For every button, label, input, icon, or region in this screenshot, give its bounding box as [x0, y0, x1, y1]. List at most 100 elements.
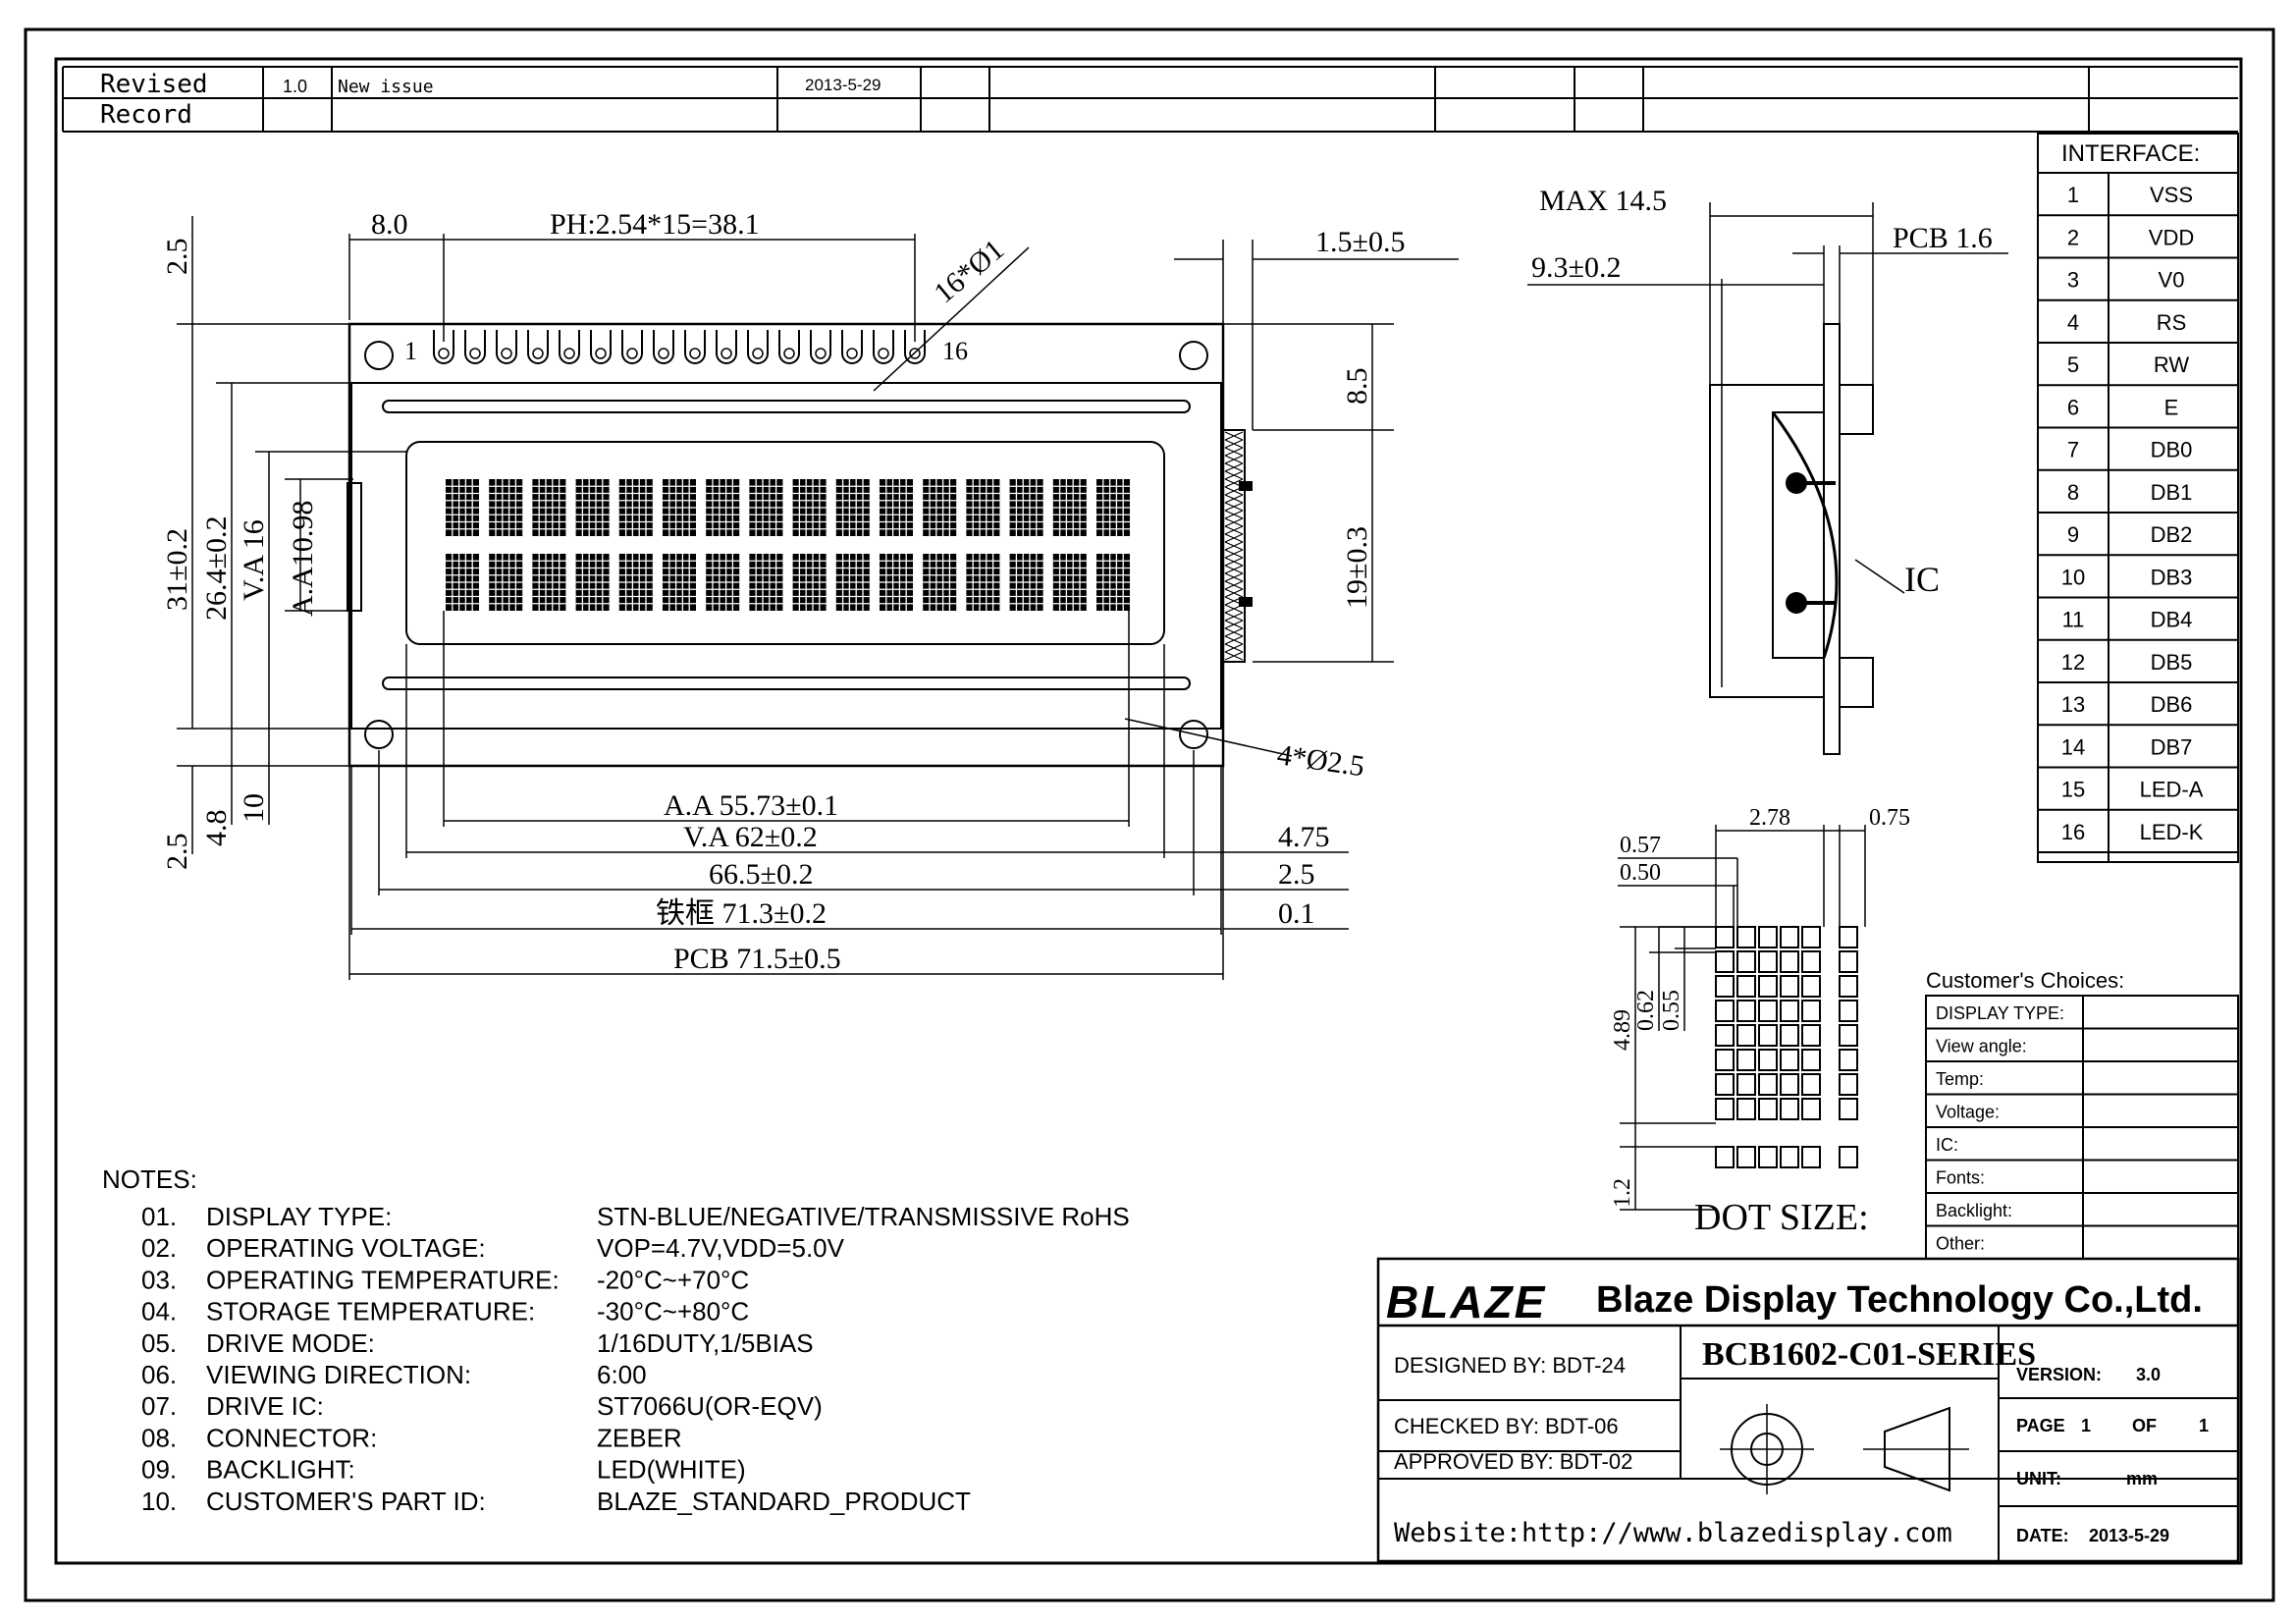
note-number: 10. [141, 1487, 177, 1516]
dim-2-5-bot: 2.5 [161, 834, 193, 871]
pin-pad [778, 330, 800, 364]
interface-pin-number: 15 [2061, 778, 2085, 802]
customer-choice-label: Backlight: [1936, 1201, 2012, 1220]
checked-by: CHECKED BY: BDT-06 [1394, 1414, 1619, 1438]
dim-0-50: 0.50 [1620, 860, 1661, 886]
interface-pin-name: RS [2157, 310, 2187, 335]
interface-pin-name: VDD [2149, 225, 2194, 249]
mount-hole-bl [364, 720, 394, 749]
char-cell [1052, 479, 1087, 536]
dot-cell [1736, 1024, 1756, 1047]
char-cell [792, 554, 827, 611]
title-block: BLAZE Blaze Display Technology Co.,Ltd. … [1376, 1257, 2240, 1563]
interface-pin-name: DB5 [2151, 650, 2193, 675]
char-cell [1009, 479, 1043, 536]
char-cell [1009, 554, 1043, 611]
dot-cell [1758, 950, 1778, 973]
pin-pad [716, 330, 737, 364]
interface-pin-name: DB2 [2151, 522, 2193, 547]
pin-first-label: 1 [404, 337, 417, 365]
char-cell [575, 479, 610, 536]
dim-8-5: 8.5 [1341, 368, 1373, 406]
note-value: LED(WHITE) [597, 1455, 746, 1485]
page-value: 1 [2081, 1416, 2091, 1435]
interface-pin-number: 6 [2067, 395, 2079, 419]
dim-26-4: 26.4±0.2 [200, 516, 233, 621]
inner-border [54, 57, 2243, 1565]
projection-symbol-icon [1720, 1404, 1969, 1494]
dot-cell [1736, 1098, 1756, 1120]
char-cell [966, 479, 1000, 536]
pin-pad [559, 330, 580, 364]
version-value: 3.0 [2136, 1365, 2161, 1384]
dot-cell [1801, 926, 1821, 948]
note-value: STN-BLUE/NEGATIVE/TRANSMISSIVE RoHS [597, 1202, 1130, 1231]
pin-last-label: 16 [942, 337, 968, 365]
dot-cell [1758, 926, 1778, 948]
interface-pin-name: RW [2154, 352, 2189, 377]
dim-0-55: 0.55 [1659, 990, 1684, 1031]
viewing-area [405, 441, 1165, 645]
customer-choice-label: DISPLAY TYPE: [1936, 1003, 2064, 1023]
revised-label: Revised [100, 70, 208, 99]
pin-pad [747, 330, 769, 364]
interface-pin-number: 7 [2067, 438, 2079, 462]
note-number: 01. [141, 1202, 177, 1231]
dot-cell [1801, 1073, 1821, 1096]
interface-pin-number: 4 [2067, 310, 2079, 335]
dim-19: 19±0.3 [1341, 526, 1373, 609]
dim-1-2: 1.2 [1610, 1178, 1635, 1208]
designed-by: DESIGNED BY: BDT-24 [1394, 1353, 1626, 1378]
dim-pcb: PCB 71.5±0.5 [673, 943, 841, 975]
interface-pin-name: DB1 [2151, 480, 2193, 505]
interface-pin-number: 9 [2067, 522, 2079, 547]
char-cell [923, 479, 957, 536]
dot-cell [1758, 1024, 1778, 1047]
interface-pin-number: 16 [2061, 820, 2085, 844]
dim-31: 31±0.2 [161, 528, 193, 611]
char-cell [706, 479, 740, 536]
side-view: IC MAX 14.5 PCB 1.6 9.3±0.2 [1527, 185, 2008, 755]
note-label: BACKLIGHT: [206, 1455, 355, 1485]
date-label: DATE: [2016, 1526, 2069, 1545]
customer-choice-label: Temp: [1936, 1069, 1984, 1089]
dim-4-8: 4.8 [200, 810, 233, 847]
interface-pin-number: 12 [2061, 650, 2085, 675]
dot-cell [1715, 950, 1735, 973]
dim-va-16: V.A 16 [238, 519, 270, 601]
dim-0-75: 0.75 [1869, 805, 1910, 831]
of-value: 1 [2199, 1416, 2209, 1435]
metal-frame [350, 382, 1222, 730]
dot-cell [1736, 1049, 1756, 1071]
interface-pin-number: 14 [2061, 734, 2085, 759]
note-value: ZEBER [597, 1423, 682, 1452]
pin-pad [433, 330, 454, 364]
note-value: VOP=4.7V,VDD=5.0V [597, 1233, 845, 1263]
version-label: VERSION: [2016, 1365, 2102, 1384]
approved-by-text: APPROVED BY: BDT-02 [1394, 1449, 1632, 1474]
dim-66-5: 66.5±0.2 [709, 858, 813, 891]
frame-slot-top [382, 400, 1191, 413]
front-view: 8.0 PH:2.54*15=38.1 16*Ø1 1 16 2.5 31±0.… [161, 208, 1459, 980]
char-cell [575, 554, 610, 611]
dot-cell [1715, 926, 1735, 948]
char-cell [835, 479, 870, 536]
note-number: 04. [141, 1297, 177, 1326]
blaze-logo: BLAZE [1386, 1276, 1544, 1327]
note-number: 03. [141, 1265, 177, 1294]
dot-cell [1801, 1024, 1821, 1047]
dim-8-0: 8.0 [371, 208, 408, 241]
char-cell [835, 554, 870, 611]
dim-0-1: 0.1 [1278, 897, 1315, 930]
dot-size-title: DOT SIZE: [1694, 1197, 1869, 1238]
char-cell [446, 554, 479, 611]
frame-slot-bottom [382, 677, 1191, 690]
char-cell [663, 554, 696, 611]
interface-pin-name: DB0 [2151, 438, 2193, 462]
dot-cell [1780, 1098, 1799, 1120]
char-cell [532, 554, 566, 611]
note-number: 02. [141, 1233, 177, 1263]
mount-hole-tl [364, 341, 394, 370]
dim-2-5-top: 2.5 [161, 239, 193, 276]
dot-cell [1801, 1000, 1821, 1022]
